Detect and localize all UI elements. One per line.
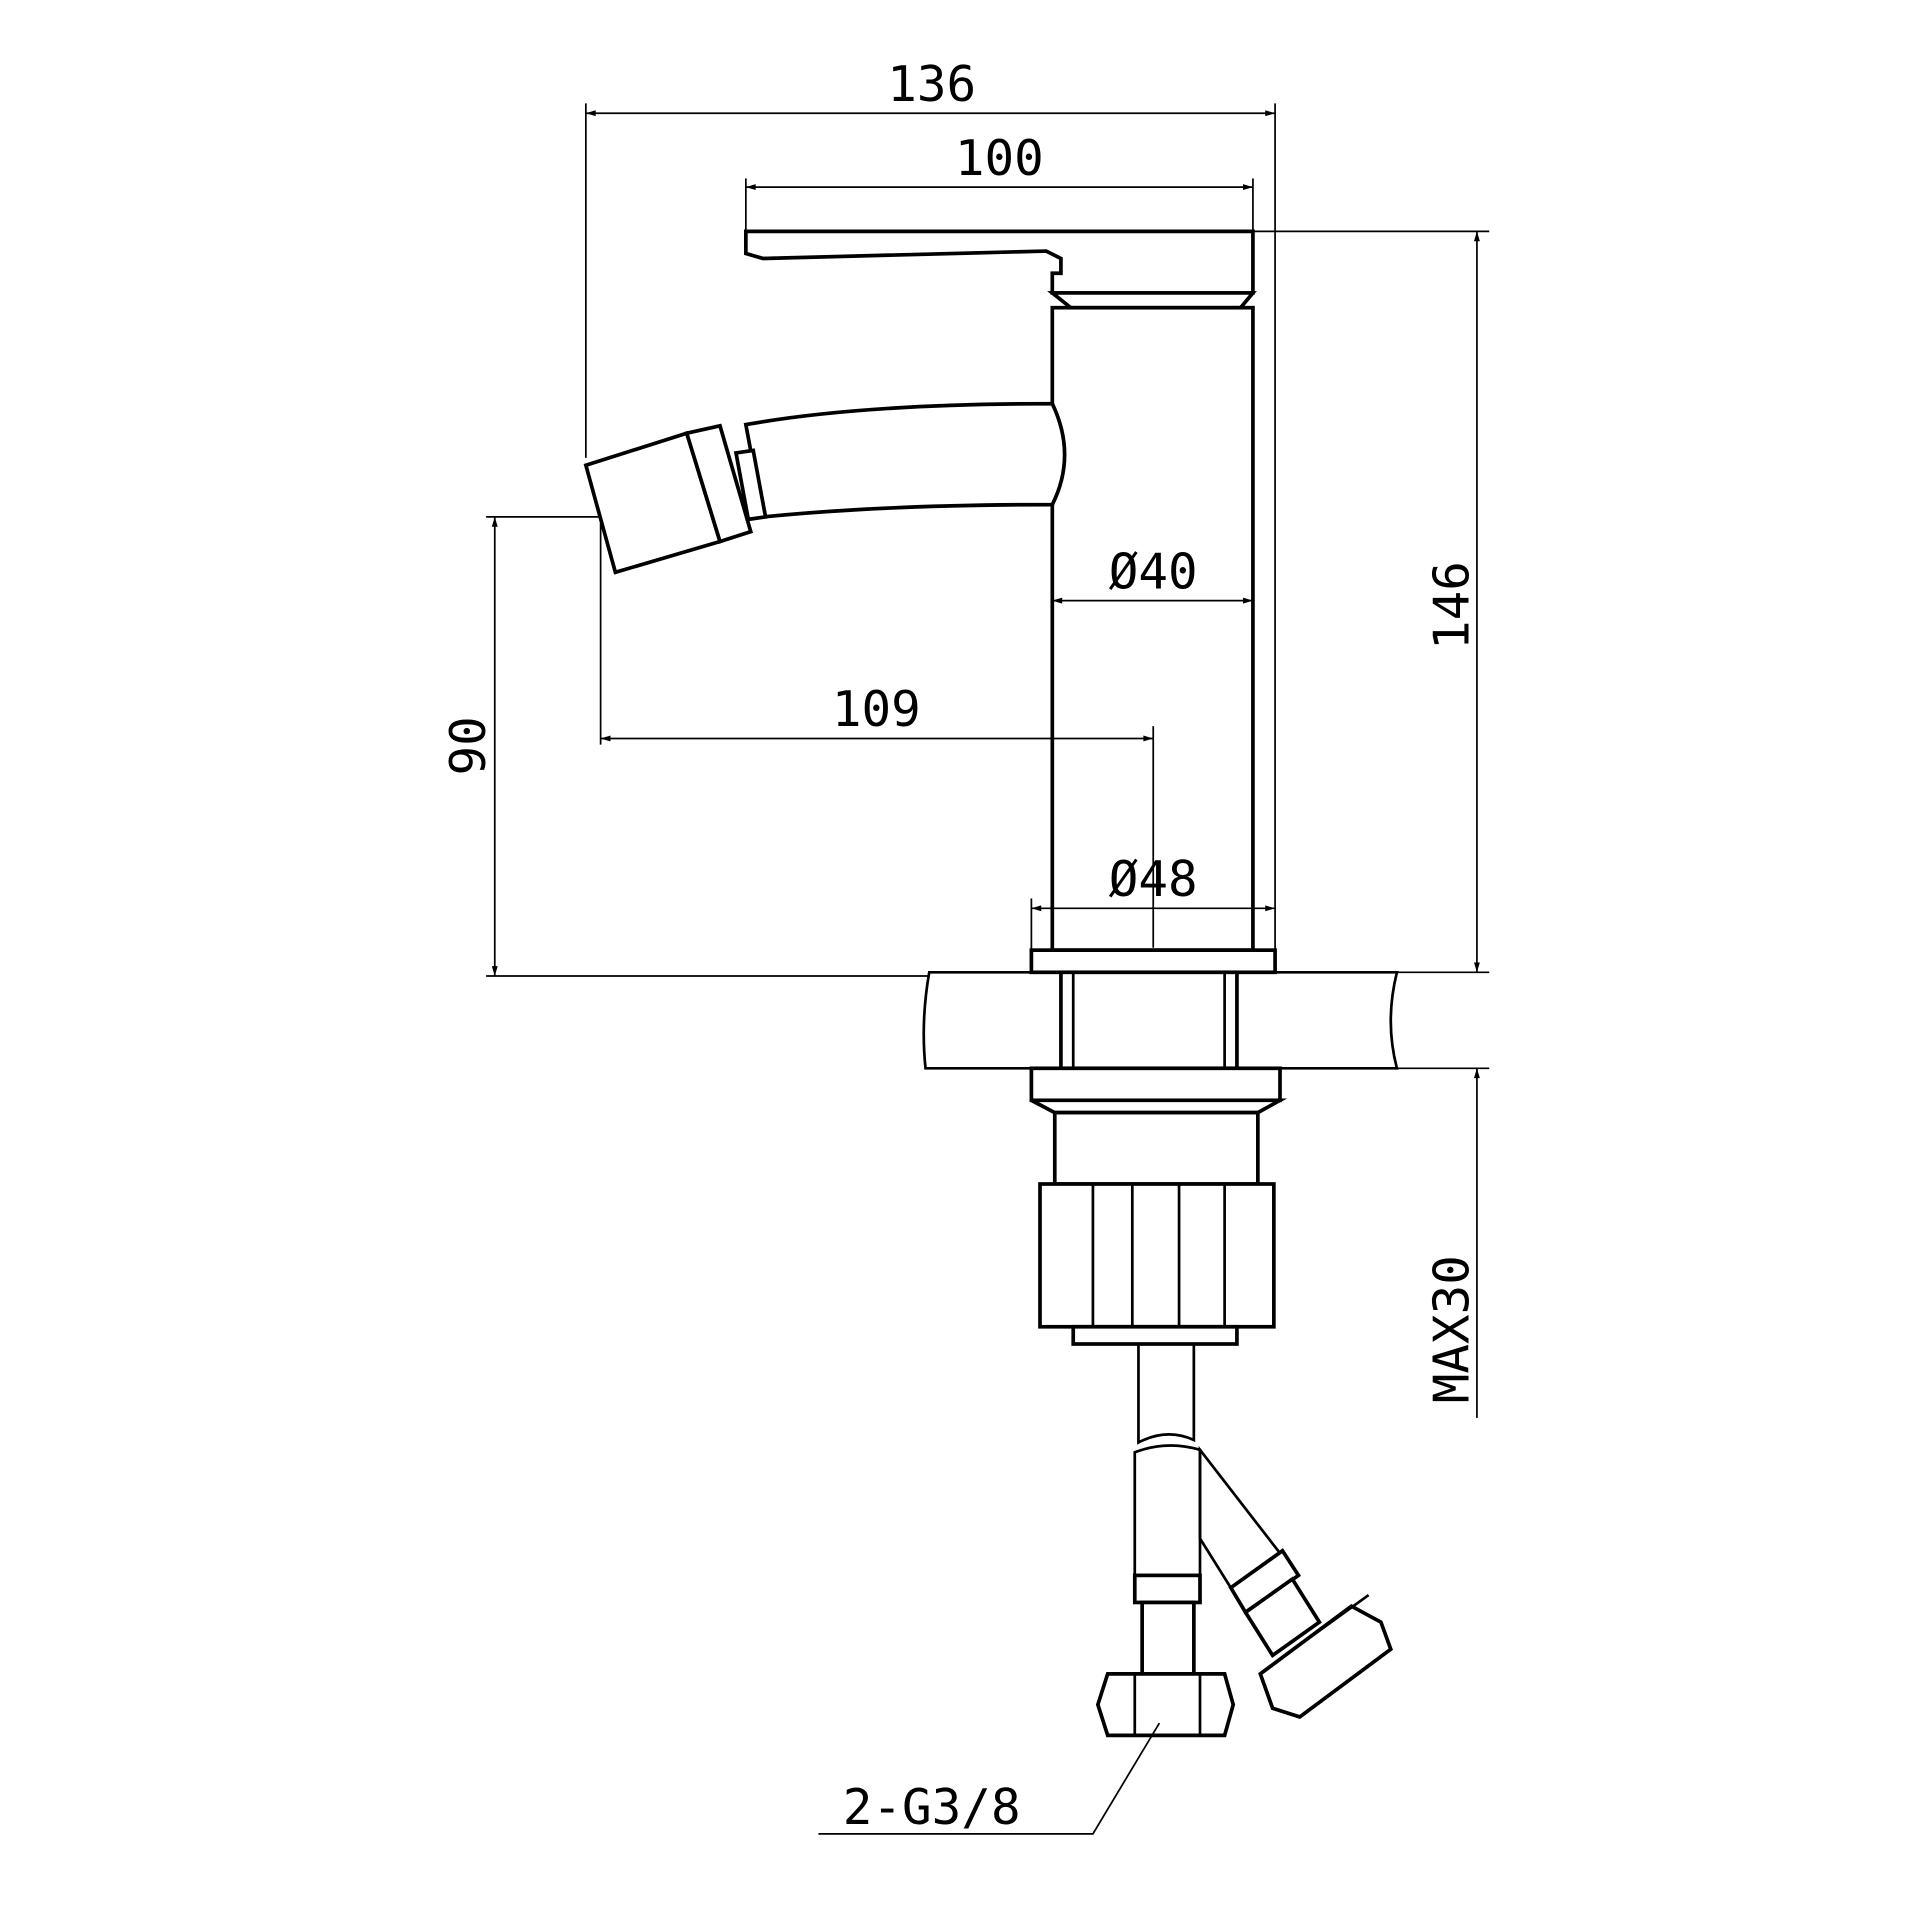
dim-total-height: 146 bbox=[1422, 561, 1480, 650]
dim-lever-length: 100 bbox=[955, 129, 1044, 187]
countertop-section bbox=[922, 970, 1399, 1071]
fixing-nut bbox=[1038, 1182, 1276, 1329]
dimension-lines bbox=[486, 103, 1490, 1835]
dim-overall-width: 136 bbox=[887, 55, 976, 113]
dim-max-counter: MAX30 bbox=[1422, 1255, 1480, 1403]
dim-base-diameter: Ø48 bbox=[1109, 850, 1198, 908]
spout bbox=[743, 401, 1067, 519]
dim-body-diameter: Ø40 bbox=[1109, 542, 1198, 600]
spout-joint bbox=[733, 448, 768, 522]
dim-spout-height: 90 bbox=[439, 716, 497, 775]
dim-spout-reach: 109 bbox=[832, 680, 921, 738]
mounting-assembly bbox=[1029, 1066, 1288, 1346]
dim-hose-connection: 2-G3/8 bbox=[843, 1778, 1021, 1836]
aerator-ring bbox=[684, 423, 754, 544]
cartridge-ring bbox=[1047, 291, 1257, 310]
base-flange bbox=[1029, 948, 1277, 975]
dimension-labels: 136 100 146 Ø40 109 90 Ø48 MAX30 2-G3/8 bbox=[439, 55, 1480, 1836]
hex-nut-left bbox=[1095, 1672, 1236, 1738]
flexible-hoses bbox=[1095, 1342, 1393, 1738]
lever-handle bbox=[744, 229, 1255, 295]
